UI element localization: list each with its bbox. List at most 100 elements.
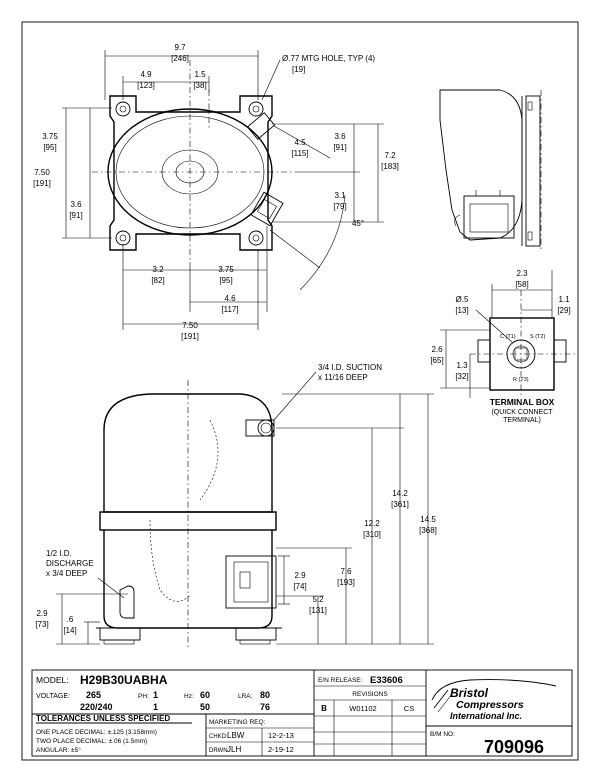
lra-label: LRA: bbox=[238, 693, 253, 700]
dim-9-7: 9.7 bbox=[174, 43, 186, 52]
dim-3-75-bottom-mm: [95] bbox=[219, 276, 232, 285]
side-view bbox=[56, 371, 434, 648]
term-dim-2-6: 2.6 bbox=[431, 345, 443, 354]
dim-0-6: .6 bbox=[67, 615, 74, 624]
term-dim-2-3-mm: [58] bbox=[515, 280, 528, 289]
model-label: MODEL: bbox=[36, 675, 69, 685]
chkd-date: 12-2-13 bbox=[268, 731, 294, 740]
pin-s-label: S (T2) bbox=[530, 334, 545, 340]
dim-4-9: 4.9 bbox=[140, 70, 152, 79]
dim-7-50-bottom: 7.50 bbox=[182, 321, 198, 330]
discharge-note-3: x 3/4 DEEP bbox=[46, 569, 87, 578]
dim-14-2-mm: [361] bbox=[391, 500, 409, 509]
terminal-box-subtitle-1: (QUICK CONNECT bbox=[491, 409, 553, 416]
revision-number: W01102 bbox=[349, 704, 376, 713]
sheet-border bbox=[21, 21, 579, 761]
dim-14-5-mm: [368] bbox=[419, 526, 437, 535]
dim-2-9-right: 2.9 bbox=[294, 571, 306, 580]
voltage-1: 265 bbox=[86, 690, 101, 700]
revision-letter: B bbox=[321, 704, 327, 713]
terminal-box-subtitle-2: TERMINAL) bbox=[503, 417, 541, 424]
dim-7-6: 7.6 bbox=[340, 567, 352, 576]
term-dim-1-3-mm: [32] bbox=[455, 372, 468, 381]
drwn-date: 2-19-12 bbox=[268, 745, 294, 754]
top-view bbox=[62, 50, 384, 330]
dim-7-50-left: 7.50 bbox=[34, 168, 50, 177]
tolerance-angular: ANGULAR: ±5° bbox=[36, 746, 81, 754]
drwn-label: DRWN: bbox=[209, 748, 230, 754]
pin-c-label: C (T1) bbox=[500, 334, 516, 340]
pin-r-label: R (T3) bbox=[513, 377, 529, 383]
company-name-2: Compressors bbox=[456, 699, 524, 711]
chkd-label: CHKD: bbox=[209, 734, 228, 740]
dim-7-2: 7.2 bbox=[384, 151, 396, 160]
dim-2-9-left-mm: [73] bbox=[35, 620, 48, 629]
company-name-1: Bristol bbox=[450, 686, 489, 700]
dim-3-6-left-mm: [91] bbox=[69, 211, 82, 220]
voltage-label: VOLTAGE: bbox=[36, 693, 70, 700]
suction-note-2: x 11/16 DEEP bbox=[318, 373, 368, 382]
dim-3-1-mm: [79] bbox=[333, 202, 346, 211]
bm-number: 709096 bbox=[484, 737, 544, 757]
terminal-box-view bbox=[440, 270, 578, 398]
dim-3-75-left: 3.75 bbox=[42, 132, 58, 141]
dim-4-6-mm: [117] bbox=[221, 305, 238, 314]
lra-1: 80 bbox=[260, 690, 270, 700]
dim-3-75-left-mm: [95] bbox=[43, 143, 56, 152]
dim-1-5-mm: [38] bbox=[193, 81, 206, 90]
hz-2: 50 bbox=[200, 702, 210, 712]
dim-3-6-right: 3.6 bbox=[334, 132, 346, 141]
marketing-req-label: MARKETING REQ: bbox=[209, 719, 266, 726]
hz-label: Hz: bbox=[184, 693, 194, 700]
term-dim-1-3: 1.3 bbox=[456, 361, 468, 370]
mtg-hole-mm: [19] bbox=[292, 65, 305, 74]
tolerances-title: TOLERANCES UNLESS SPECIFIED bbox=[36, 714, 170, 723]
dim-2-9-left: 2.9 bbox=[36, 609, 48, 618]
dim-4-6: 4.6 bbox=[224, 294, 236, 303]
dim-1-5: 1.5 bbox=[194, 70, 206, 79]
company-name-3: International Inc. bbox=[450, 711, 522, 721]
dim-5-2-mm: [131] bbox=[309, 606, 327, 615]
drwn-value: JLH bbox=[227, 745, 241, 754]
dim-3-75-bottom: 3.75 bbox=[218, 265, 234, 274]
dim-5-2: 5.2 bbox=[312, 595, 324, 604]
angle-45: 45° bbox=[352, 219, 364, 228]
dim-4-5: 4.5 bbox=[294, 138, 306, 147]
dim-3-6-right-mm: [91] bbox=[333, 143, 346, 152]
mtg-hole-note: Ø.77 MTG HOLE, TYP (4) bbox=[282, 54, 375, 63]
dim-14-2: 14.2 bbox=[392, 489, 408, 498]
suction-note-1: 3/4 I.D. SUCTION bbox=[318, 363, 382, 372]
term-dim-1-1-mm: [29] bbox=[557, 306, 570, 315]
ph-2: 1 bbox=[153, 702, 158, 712]
chkd-value: LBW bbox=[227, 731, 245, 740]
dim-14-5: 14.5 bbox=[420, 515, 436, 524]
bm-label: B/M NO: bbox=[430, 731, 455, 738]
dim-0-6-mm: [14] bbox=[63, 626, 76, 635]
dim-4-5-mm: [115] bbox=[291, 149, 308, 158]
term-dim-2-3: 2.3 bbox=[516, 269, 528, 278]
side-profile-view bbox=[439, 89, 542, 250]
dim-3-1: 3.1 bbox=[334, 191, 346, 200]
term-dim-2-6-mm: [65] bbox=[430, 356, 443, 365]
release-label: E/N RELEASE: bbox=[318, 677, 363, 684]
dim-4-9-mm: [123] bbox=[137, 81, 155, 90]
hz-1: 60 bbox=[200, 690, 210, 700]
tolerance-two-place: TWO PLACE DECIMAL: ±.06 (1.5mm) bbox=[36, 738, 147, 745]
discharge-note-1: 1/2 I.D. bbox=[46, 549, 72, 558]
dim-3-2-mm: [82] bbox=[151, 276, 164, 285]
title-block bbox=[31, 669, 573, 757]
dim-9-7-mm: [246] bbox=[171, 54, 189, 63]
dim-7-50-bottom-mm: [191] bbox=[181, 332, 199, 341]
term-dim-1-1: 1.1 bbox=[558, 295, 570, 304]
terminal-box-title: TERMINAL BOX bbox=[490, 397, 555, 407]
revision-by: CS bbox=[404, 704, 414, 713]
release-value: E33606 bbox=[370, 675, 403, 686]
dim-7-2-mm: [183] bbox=[381, 162, 399, 171]
term-dim-dia-mm: [13] bbox=[455, 306, 468, 315]
ph-1: 1 bbox=[153, 690, 158, 700]
lra-2: 76 bbox=[260, 702, 270, 712]
revisions-label: REVISIONS bbox=[352, 691, 388, 698]
dim-7-50-left-mm: [191] bbox=[33, 179, 51, 188]
dim-2-9-right-mm: [74] bbox=[293, 582, 306, 591]
